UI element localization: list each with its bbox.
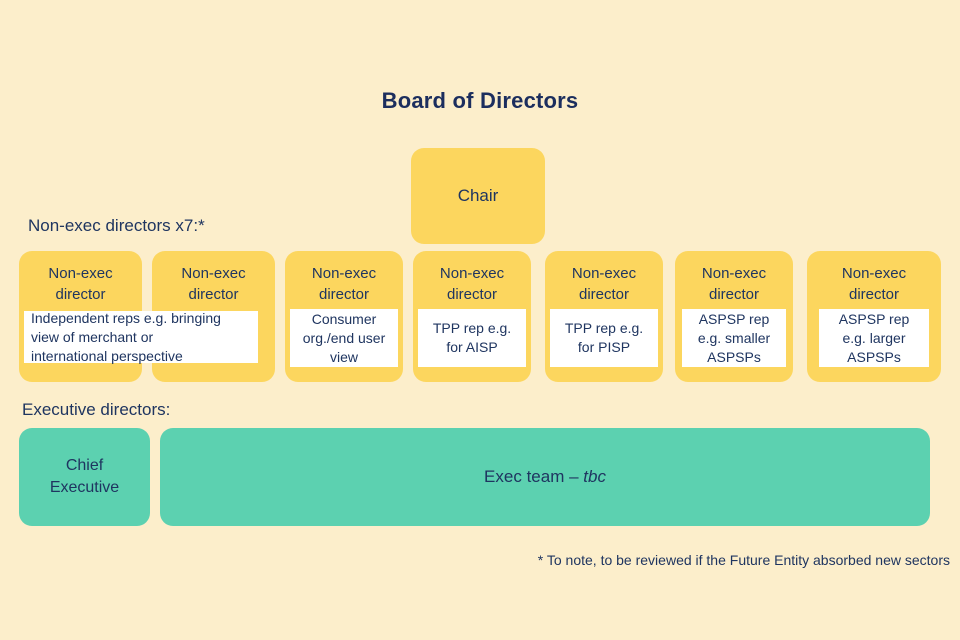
nonexec-box-7-title-line2: director <box>848 286 900 303</box>
nonexec-note-aspsp-larger-line1: ASPSP rep <box>838 310 910 327</box>
nonexec-note-tpp-pisp: TPP rep e.g. for PISP <box>550 309 658 367</box>
nonexec-box-2-title: Non-exec director <box>152 263 275 305</box>
nonexec-note-consumer-line2: org./end user <box>302 329 386 346</box>
chief-executive-label-line1: Chief <box>65 457 104 474</box>
chief-executive-label: Chief Executive <box>50 455 119 499</box>
nonexec-note-consumer: Consumer org./end user view <box>290 309 398 367</box>
exec-section-label: Executive directors: <box>22 400 171 419</box>
nonexec-box-1-title: Non-exec director <box>19 263 142 305</box>
chair-box[interactable]: Chair <box>411 148 545 244</box>
nonexec-note-independent-line3: international perspective <box>31 347 183 364</box>
nonexec-note-tpp-aisp: TPP rep e.g. for AISP <box>418 309 526 367</box>
nonexec-box-5-title: Non-exec director <box>545 263 663 305</box>
nonexec-row: Non-exec director Non-exec director Non-… <box>19 251 941 382</box>
nonexec-box-2-title-line1: Non-exec <box>181 265 246 282</box>
nonexec-box-3-title: Non-exec director <box>285 263 403 305</box>
nonexec-box-7-title: Non-exec director <box>807 263 941 305</box>
nonexec-box-1-title-line1: Non-exec <box>48 265 113 282</box>
nonexec-box-4-title-line1: Non-exec <box>439 265 505 282</box>
nonexec-box-5-title-line2: director <box>578 286 630 303</box>
chief-executive-label-line2: Executive <box>49 479 120 496</box>
nonexec-box-4-title: Non-exec director <box>413 263 531 305</box>
nonexec-note-aspsp-smaller-line2: e.g. smaller <box>697 329 771 346</box>
exec-team-label: Exec team – tbc <box>484 466 606 488</box>
nonexec-box-7-title-line1: Non-exec <box>841 265 907 282</box>
nonexec-note-consumer-line1: Consumer <box>311 310 377 327</box>
nonexec-note-aspsp-smaller: ASPSP rep e.g. smaller ASPSPs <box>682 309 786 367</box>
chair-label: Chair <box>457 186 499 205</box>
nonexec-box-6-title-line1: Non-exec <box>701 265 767 282</box>
nonexec-note-aspsp-larger-line3: ASPSPs <box>847 348 901 365</box>
nonexec-note-aspsp-smaller-line1: ASPSP rep <box>698 310 770 327</box>
nonexec-box-3-title-line1: Non-exec <box>311 265 377 282</box>
nonexec-note-aspsp-smaller-line3: ASPSPs <box>707 348 761 365</box>
exec-team-label-prefix: Exec team – <box>484 467 584 486</box>
nonexec-section-label: Non-exec directors x7:* <box>28 216 205 235</box>
exec-team-box[interactable]: Exec team – tbc <box>160 428 930 526</box>
nonexec-note-independent-line2: view of merchant or <box>31 328 154 345</box>
nonexec-box-6-title: Non-exec director <box>675 263 793 305</box>
nonexec-box-5-title-line1: Non-exec <box>571 265 637 282</box>
nonexec-box-1-title-line2: director <box>55 286 106 303</box>
nonexec-note-tpp-aisp-line1: TPP rep e.g. <box>432 320 512 336</box>
nonexec-box-6-title-line2: director <box>708 286 760 303</box>
exec-team-label-tbc: tbc <box>583 467 606 486</box>
nonexec-box-3-title-line2: director <box>318 286 370 303</box>
nonexec-note-aspsp-larger: ASPSP rep e.g. larger ASPSPs <box>819 309 929 367</box>
nonexec-note-aspsp-larger-line2: e.g. larger <box>842 329 906 346</box>
nonexec-box-2-title-line2: director <box>188 286 239 303</box>
exec-row: Chief Executive Exec team – tbc <box>19 428 930 526</box>
footnote: * To note, to be reviewed if the Future … <box>537 552 950 568</box>
nonexec-note-tpp-pisp-line1: TPP rep e.g. <box>564 320 644 336</box>
nonexec-note-tpp-pisp-line2: for PISP <box>577 339 631 355</box>
nonexec-note-consumer-line3: view <box>329 348 358 365</box>
nonexec-note-tpp-aisp-line2: for AISP <box>446 339 498 355</box>
chief-executive-box[interactable]: Chief Executive <box>19 428 150 526</box>
nonexec-note-independent: Independent reps e.g. bringing view of m… <box>24 309 258 364</box>
page-title: Board of Directors <box>381 88 579 113</box>
nonexec-note-independent-line1: Independent reps e.g. bringing <box>31 309 221 326</box>
nonexec-box-4-title-line2: director <box>446 286 498 303</box>
